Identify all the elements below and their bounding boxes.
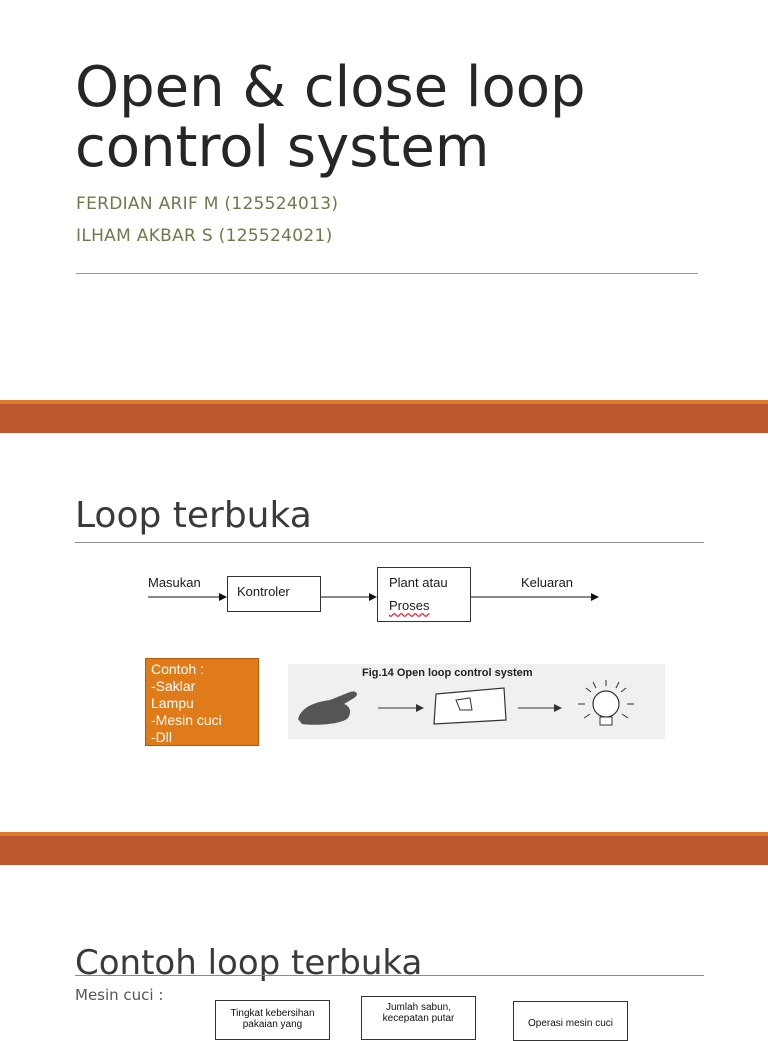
example-box: Contoh : -Saklar Lampu -Mesin cuci -Dll [145,658,259,746]
open-loop-figure [288,664,665,739]
section-heading: Loop terbuka [75,495,312,536]
controller-label: Kontroler [237,584,290,599]
author-2: ILHAM AKBAR S (125524021) [76,226,333,246]
example-subtitle: Mesin cuci : [75,986,164,1004]
slide-title: Open & close loop control system [75,58,715,178]
hand-icon [298,691,357,725]
example-line: Lampu [151,695,194,711]
input-label: Masukan [148,575,201,590]
example-line: Contoh : [151,661,204,677]
plant-label-line1: Plant atau [389,575,448,590]
heading-divider [75,975,704,976]
author-1: FERDIAN ARIF M (125524013) [76,194,339,214]
process-block: Tingkat kebersihan pakaian yang [215,1000,330,1040]
title-line-2: control system [75,115,490,180]
controller-block [227,576,321,612]
light-bulb-icon [578,680,634,726]
process-block: Jumlah sabun, kecepatan putar [361,996,476,1040]
output-label: Keluaran [521,575,574,590]
plant-label-line2: Proses [389,598,430,613]
example-line: -Dll [151,729,172,745]
process-block: Operasi mesin cuci [513,1001,628,1041]
section-heading: Contoh loop terbuka [75,943,423,983]
title-divider [76,273,698,274]
heading-divider [75,542,704,543]
title-line-1: Open & close loop [75,55,586,120]
slide-separator [0,400,768,433]
open-loop-illustration [298,680,634,726]
slide-separator [0,832,768,865]
example-line: -Mesin cuci [151,712,222,728]
plant-block [377,567,471,622]
example-line: -Saklar [151,678,196,694]
figure-caption: Fig.14 Open loop control system [362,667,533,679]
